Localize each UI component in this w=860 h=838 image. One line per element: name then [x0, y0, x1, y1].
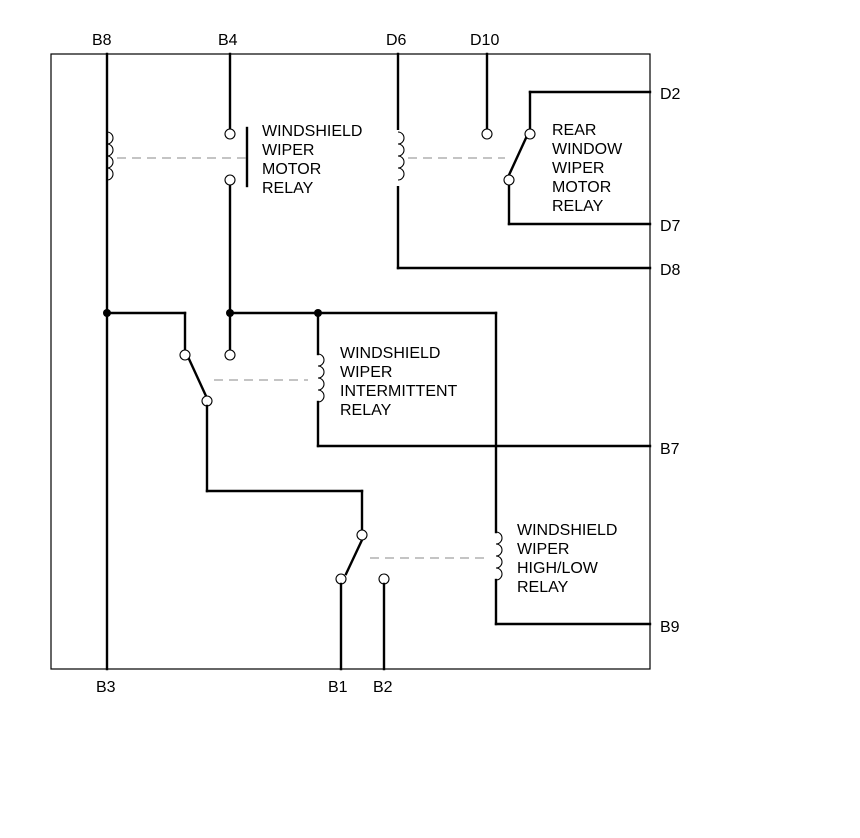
relay-label-line: WIPER	[262, 142, 314, 159]
pin-label-d10: D10	[470, 32, 499, 49]
relay-label-line: RELAY	[552, 198, 604, 215]
junction-dot-b4	[226, 309, 234, 317]
pin-label-b4: B4	[218, 32, 238, 49]
ws-motor-relay-coil	[106, 131, 114, 181]
rear-motor-relay-coil	[392, 130, 405, 186]
pin-label-b8: B8	[92, 32, 112, 49]
module-outline	[50, 53, 651, 670]
relay-label-line: WIPER	[517, 541, 569, 558]
pin-label-d7: D7	[660, 218, 681, 235]
pin-label-b2: B2	[373, 679, 393, 696]
pin-label-d2: D2	[660, 86, 681, 103]
pin-label-b1: B1	[328, 679, 348, 696]
pin-label-b7: B7	[660, 441, 680, 458]
relay-label-line: WINDSHIELD	[262, 123, 362, 140]
high-low-relay-coil	[495, 531, 503, 581]
relay-label-line: MOTOR	[262, 161, 321, 178]
relay-label-line: WINDSHIELD	[340, 345, 440, 362]
pin-label-d6: D6	[386, 32, 407, 49]
intermittent-relay-switch	[179, 349, 236, 407]
pin-label-b9: B9	[660, 619, 680, 636]
ws-motor-relay-contacts	[224, 126, 249, 188]
rear-motor-relay-switch	[481, 128, 536, 186]
ws-motor-relay-label: WINDSHIELD WIPER MOTOR RELAY	[262, 123, 362, 197]
relay-label-line: WINDOW	[552, 141, 623, 158]
high-low-relay-switch	[335, 529, 390, 585]
intermittent-relay-coil	[317, 353, 325, 403]
high-low-relay-label: WINDSHIELD WIPER HIGH/LOW RELAY	[517, 522, 617, 596]
pin-label-b3: B3	[96, 679, 116, 696]
junction-dot-b3	[103, 309, 111, 317]
relay-label-line: RELAY	[340, 402, 392, 419]
relay-label-line: INTERMITTENT	[340, 383, 458, 400]
relay-label-line: WINDSHIELD	[517, 522, 617, 539]
relay-label-line: WIPER	[552, 160, 604, 177]
intermittent-relay-label: WINDSHIELD WIPER INTERMITTENT RELAY	[340, 345, 458, 419]
relay-label-line: WIPER	[340, 364, 392, 381]
rear-motor-relay-label: REAR WINDOW WIPER MOTOR RELAY	[552, 122, 623, 215]
relay-label-line: RELAY	[262, 180, 314, 197]
relay-label-line: MOTOR	[552, 179, 611, 196]
relay-label-line: REAR	[552, 122, 596, 139]
relay-label-line: HIGH/LOW	[517, 560, 599, 577]
pin-label-d8: D8	[660, 262, 681, 279]
relay-label-line: RELAY	[517, 579, 569, 596]
